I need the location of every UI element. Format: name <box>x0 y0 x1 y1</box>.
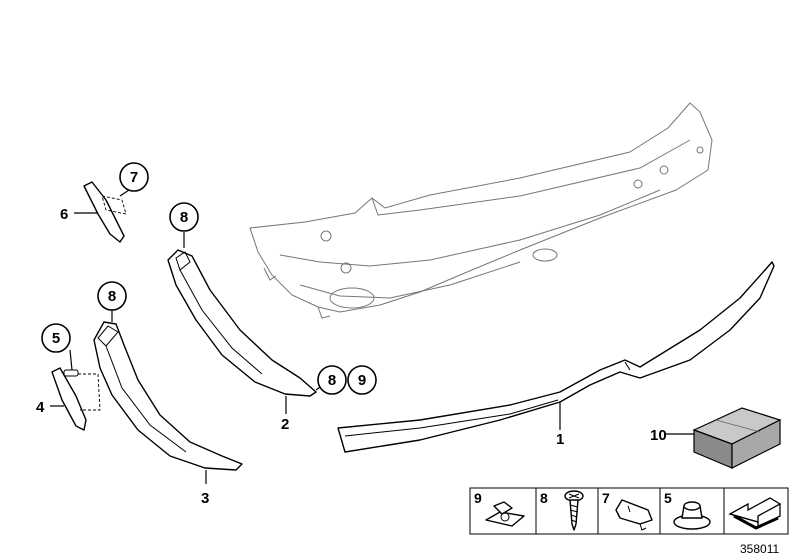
callout-3: 3 <box>201 490 209 507</box>
callout-6-label: 6 <box>60 206 68 223</box>
screw-icon <box>564 490 584 531</box>
callout-4: 4 <box>36 399 45 416</box>
callout-1-label: 1 <box>556 431 564 448</box>
clip-icon <box>615 499 653 531</box>
diagram-number: 358011 <box>740 542 779 556</box>
part-10-box <box>692 407 782 469</box>
legend-7-label: 7 <box>602 490 610 506</box>
callout-10-label: 10 <box>650 427 667 444</box>
callout-8-circle-c: 8 <box>317 365 347 395</box>
part-2-curved-trim <box>167 249 317 397</box>
clip-nut-icon <box>485 501 525 527</box>
arrow-icon <box>728 497 782 530</box>
callout-8-circle-a: 8 <box>169 202 199 232</box>
callout-6: 6 <box>60 206 68 223</box>
leader-lines <box>50 187 694 484</box>
fastener-legend: 9 8 7 5 <box>469 487 789 535</box>
legend-8-label: 8 <box>540 490 548 506</box>
callout-5-label: 5 <box>52 330 60 347</box>
callout-7-circle: 7 <box>119 162 149 192</box>
callout-10: 10 <box>650 427 667 444</box>
callout-4-label: 4 <box>36 399 45 416</box>
callout-8c-label: 8 <box>328 372 336 389</box>
part-6-small-trim <box>83 181 127 243</box>
callout-9-label: 9 <box>358 372 366 389</box>
legend-5-label: 5 <box>664 490 672 506</box>
part-4-small-trim <box>51 367 101 431</box>
callout-8b-label: 8 <box>108 288 116 305</box>
callout-2-label: 2 <box>281 416 289 433</box>
callout-5-circle: 5 <box>41 323 71 353</box>
part-3-curved-trim <box>93 321 243 471</box>
callout-8a-label: 8 <box>180 209 188 226</box>
callout-8-circle-b: 8 <box>97 281 127 311</box>
legend-9-label: 9 <box>474 490 482 506</box>
callout-3-label: 3 <box>201 490 209 507</box>
callout-1: 1 <box>556 431 564 448</box>
part-1-trim-strip <box>337 261 775 453</box>
callout-7-label: 7 <box>130 169 138 186</box>
callout-9-circle: 9 <box>347 365 377 395</box>
grommet-icon <box>673 501 711 530</box>
callout-2: 2 <box>281 416 289 433</box>
rear-bumper-ghost <box>249 102 713 319</box>
